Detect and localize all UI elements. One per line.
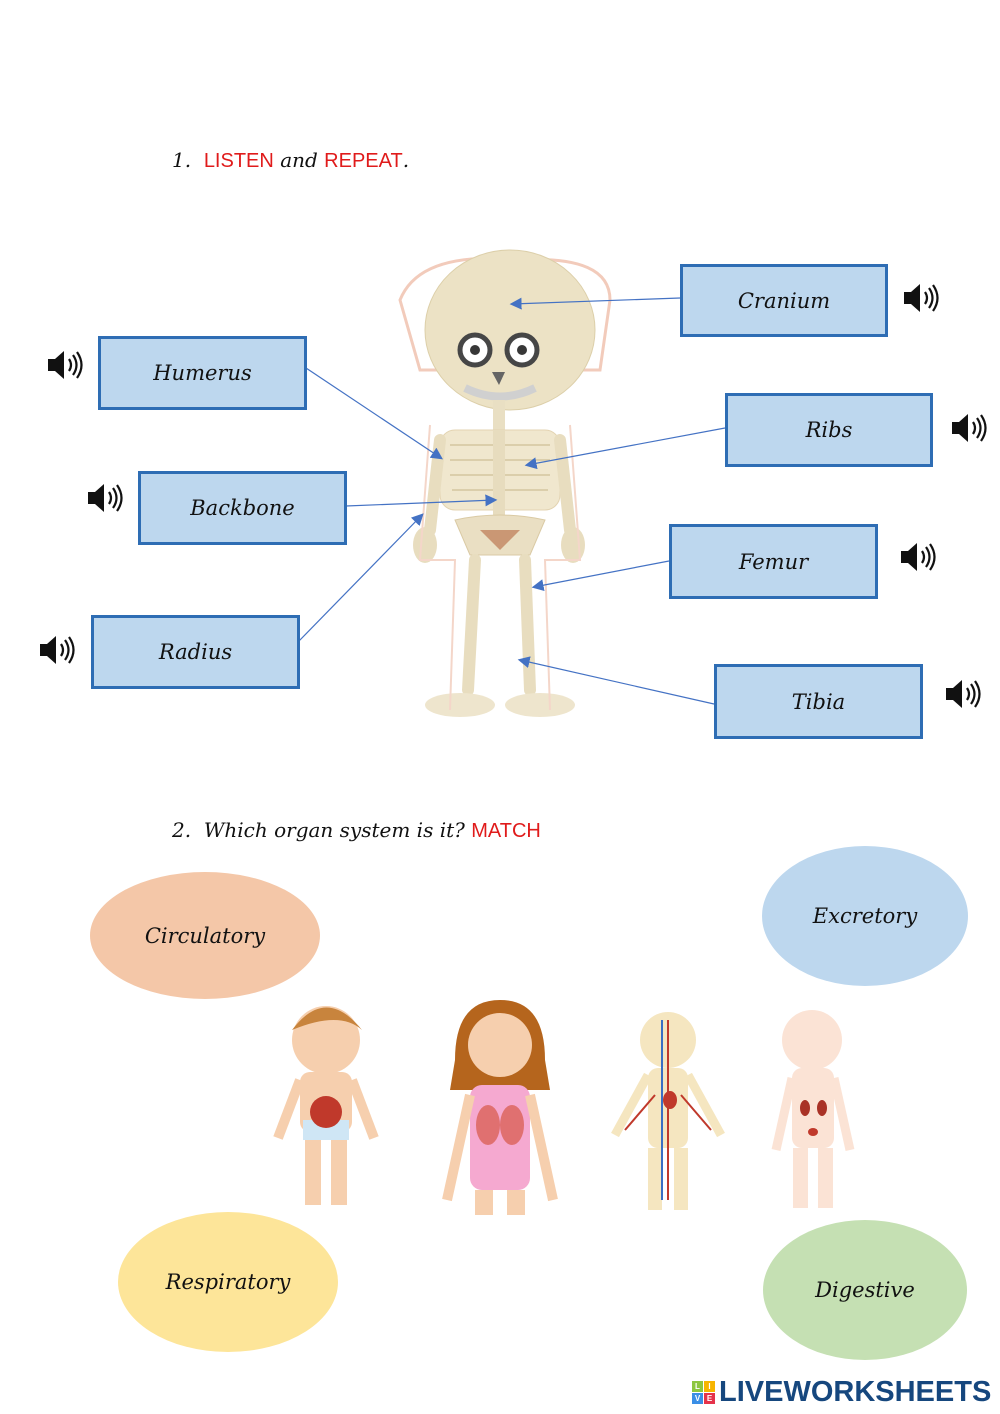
listen-word: LISTEN bbox=[203, 150, 274, 172]
logo-tile: V bbox=[692, 1393, 703, 1404]
period: . bbox=[402, 148, 410, 172]
label-tibia[interactable]: Tibia bbox=[714, 664, 923, 739]
circulatory-figure[interactable] bbox=[611, 1012, 725, 1210]
label-humerus[interactable]: Humerus bbox=[98, 336, 307, 410]
exercise-number: 1. bbox=[172, 148, 192, 172]
label-femur[interactable]: Femur bbox=[669, 524, 878, 599]
logo-tile: I bbox=[704, 1381, 715, 1392]
oval-respiratory[interactable]: Respiratory bbox=[118, 1212, 338, 1352]
logo-tile: E bbox=[704, 1393, 715, 1404]
speaker-icon-backbone[interactable] bbox=[84, 478, 124, 518]
label-cranium[interactable]: Cranium bbox=[680, 264, 888, 337]
oval-excretory[interactable]: Excretory bbox=[762, 846, 968, 986]
arrow-humerus bbox=[305, 367, 443, 460]
speaker-icon-femur[interactable] bbox=[897, 537, 937, 577]
arrow-radius bbox=[298, 513, 424, 642]
excretory-figure[interactable] bbox=[771, 1010, 855, 1208]
liveworksheets-logo: L I V E LIVEWORKSHEETS bbox=[692, 1376, 991, 1409]
label-ribs[interactable]: Ribs bbox=[725, 393, 933, 467]
logo-text: LIVEWORKSHEETS bbox=[719, 1376, 992, 1408]
label-backbone[interactable]: Backbone bbox=[138, 471, 347, 545]
arrow-cranium bbox=[509, 297, 681, 310]
arrow-ribs bbox=[524, 427, 726, 470]
speaker-icon-cranium[interactable] bbox=[900, 278, 940, 318]
speaker-icon-tibia[interactable] bbox=[942, 674, 982, 714]
speaker-icon-radius[interactable] bbox=[36, 630, 76, 670]
speaker-icon-humerus[interactable] bbox=[44, 345, 84, 385]
speaker-icon-ribs[interactable] bbox=[948, 408, 988, 448]
exercise-2-heading: 2. Which organ system is it? MATCH bbox=[172, 818, 541, 843]
exercise-number: 2. bbox=[172, 818, 192, 842]
respiratory-figure[interactable] bbox=[442, 1000, 558, 1215]
oval-circulatory[interactable]: Circulatory bbox=[90, 872, 320, 999]
and-word: and bbox=[280, 148, 318, 172]
label-radius[interactable]: Radius bbox=[91, 615, 300, 689]
exercise-1-heading: 1. LISTEN and REPEAT. bbox=[172, 148, 409, 173]
arrow-tibia bbox=[517, 656, 715, 705]
logo-tiles-icon: L I V E bbox=[692, 1381, 715, 1404]
arrow-backbone bbox=[345, 494, 498, 507]
repeat-word: REPEAT bbox=[324, 150, 403, 172]
oval-digestive[interactable]: Digestive bbox=[763, 1220, 967, 1360]
skeleton-illustration bbox=[298, 249, 726, 717]
logo-tile: L bbox=[692, 1381, 703, 1392]
question-text: Which organ system is it? bbox=[203, 818, 465, 842]
digestive-figure[interactable] bbox=[273, 1006, 379, 1205]
arrow-femur bbox=[531, 560, 670, 592]
match-word: MATCH bbox=[471, 820, 541, 842]
